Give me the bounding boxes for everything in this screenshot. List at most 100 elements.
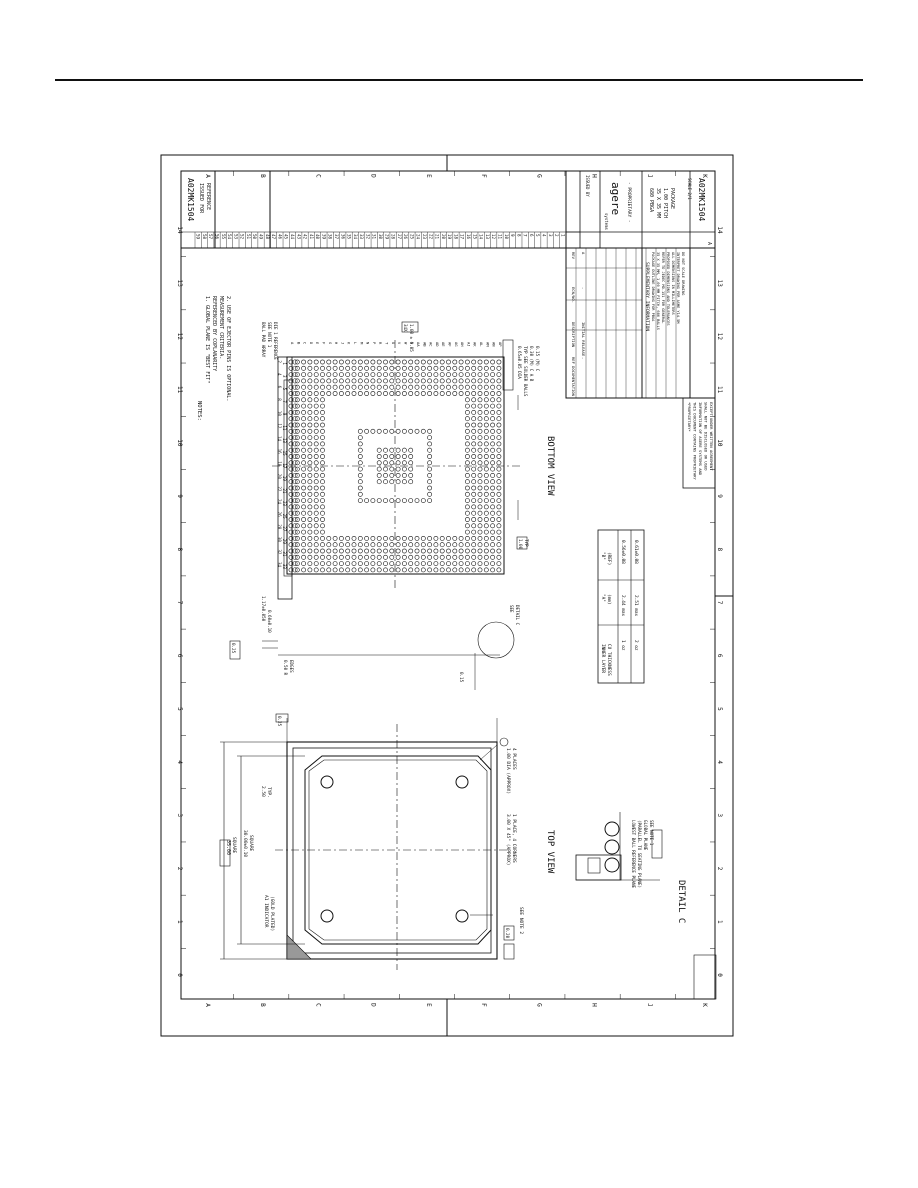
solder-ball (427, 536, 432, 541)
solder-ball (389, 498, 395, 503)
solder-ball (471, 409, 477, 415)
solder-ball (389, 542, 395, 548)
solder-ball (471, 397, 477, 403)
solder-ball (294, 554, 300, 560)
solder-ball (395, 447, 401, 453)
ball-row-letter: E (315, 342, 320, 345)
solder-ball (490, 447, 495, 453)
solder-ball (471, 359, 477, 365)
solder-ball (477, 510, 483, 516)
solder-ball (464, 472, 470, 478)
solder-ball (477, 542, 483, 548)
solder-ball (477, 479, 483, 485)
index-number: 50 (252, 234, 257, 240)
ball-row-letter: G (328, 342, 333, 345)
side-ball (292, 498, 298, 504)
solder-ball (496, 523, 502, 529)
dim-text: SQUARE (231, 837, 237, 854)
solder-ball (357, 359, 363, 365)
index-number: 13 (485, 234, 490, 240)
side-ball (292, 479, 298, 485)
solder-ball (357, 428, 363, 434)
solder-ball (383, 548, 388, 554)
solder-ball (427, 435, 432, 440)
rev-cell: - (581, 357, 586, 359)
solder-ball (345, 372, 351, 377)
ball-row-letter: AB (422, 342, 427, 347)
ball-column-number: 22 (277, 486, 282, 492)
index-number: 38 (328, 234, 333, 240)
table-cell: 2.44 max (620, 595, 626, 617)
solder-ball (496, 498, 502, 503)
index-number: 7 (523, 234, 528, 237)
solder-ball (490, 517, 495, 522)
solder-ball (357, 536, 363, 541)
solder-ball (307, 384, 313, 390)
side-ball (292, 548, 298, 554)
solder-ball (477, 378, 483, 384)
solder-ball (458, 359, 464, 365)
solder-ball (483, 561, 489, 566)
solder-ball (383, 536, 388, 541)
side-ball (292, 435, 298, 441)
solder-ball (389, 479, 395, 485)
solder-ball (389, 372, 395, 377)
solder-ball (338, 561, 344, 566)
solder-ball (370, 548, 376, 554)
ball-column-number: 21 (282, 488, 287, 494)
index-number: 19 (447, 234, 452, 240)
part-number: A02MK1504 (697, 178, 706, 222)
solder-ball (364, 561, 369, 566)
solder-ball (313, 517, 319, 522)
solder-ball (477, 523, 483, 529)
solder-ball (477, 466, 483, 472)
solder-ball (357, 447, 363, 453)
solder-ball (376, 460, 382, 466)
solder-ball (376, 466, 382, 472)
solder-ball (307, 554, 313, 560)
solder-ball (351, 548, 357, 554)
solder-ball (389, 428, 395, 434)
solder-ball (294, 384, 300, 390)
solder-ball (307, 435, 313, 440)
solder-ball (483, 517, 489, 522)
index-number: 36 (340, 234, 345, 240)
solder-ball (294, 567, 300, 573)
solder-ball (313, 384, 319, 390)
solder-ball (357, 472, 363, 478)
solder-ball (408, 548, 414, 554)
solder-ball (490, 529, 495, 535)
solder-ball (320, 384, 325, 390)
zone-number: 9 (176, 494, 183, 498)
ball-row-letter: J (340, 342, 345, 344)
side-ball (292, 372, 298, 378)
solder-ball (401, 428, 407, 434)
solder-ball (357, 372, 363, 377)
solder-ball (490, 384, 495, 390)
side-ball (292, 460, 298, 466)
solder-ball (452, 536, 458, 541)
ball-column-number: 9 (282, 413, 287, 416)
zone-letter: G (535, 174, 542, 178)
page-top-rule (55, 79, 863, 81)
zone-letter: J (646, 1003, 653, 1007)
solder-ball (490, 435, 495, 440)
ball-row-letter: AM (485, 342, 490, 347)
solder-ball (458, 378, 464, 384)
solder-ball (464, 365, 470, 371)
solder-ball (307, 498, 313, 503)
revision-rows (565, 247, 677, 399)
rev-cell: A (581, 252, 586, 255)
company-sub: systems (604, 213, 609, 230)
solder-ball (345, 567, 351, 573)
solder-ball (313, 485, 319, 491)
solder-ball (496, 403, 502, 409)
solder-ball (301, 428, 306, 434)
ball-column-number: 33 (282, 564, 287, 570)
solder-ball (307, 391, 313, 396)
solder-ball (307, 397, 313, 403)
rev-header: REF DOCUMENTATION (571, 357, 576, 397)
solder-ball (471, 542, 477, 548)
solder-ball (313, 554, 319, 560)
solder-ball (383, 447, 388, 453)
